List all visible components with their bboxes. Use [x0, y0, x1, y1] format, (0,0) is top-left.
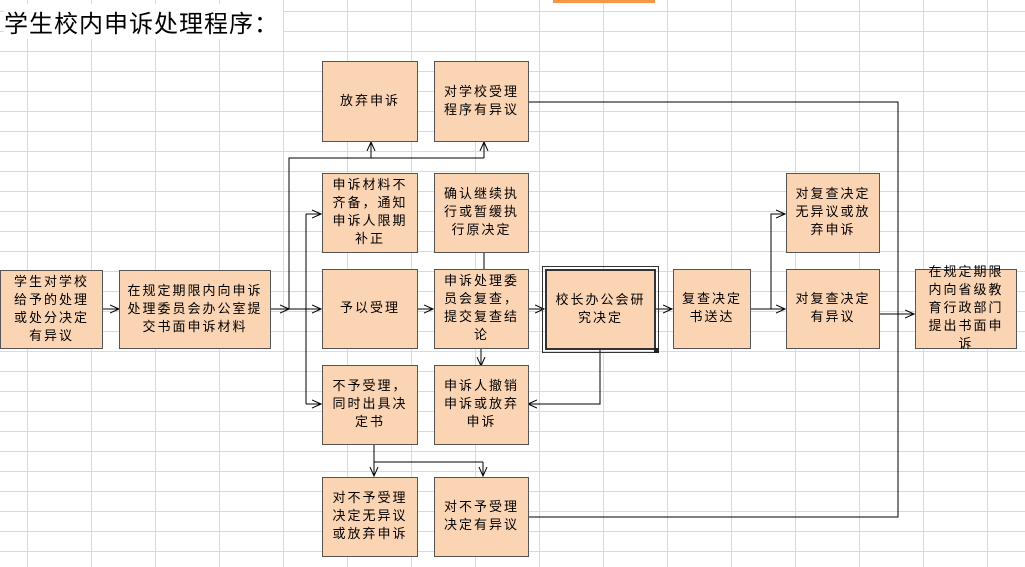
box-not-accepted: 不予受理，同时出具决定书: [322, 365, 418, 445]
box-withdraw-appeal: 申诉人撤销申诉或放弃申诉: [434, 365, 529, 445]
page-title: 学生校内申诉处理程序：: [4, 4, 283, 39]
box-decision-delivered: 复查决定书送达: [673, 269, 751, 349]
line-split-up: [288, 157, 484, 309]
box-accepted: 予以受理: [322, 269, 418, 349]
box-procedure-objection: 对学校受理程序有异议: [434, 61, 529, 142]
box-student-objection: 学生对学校给予的处理或处分决定有异议: [0, 270, 103, 349]
arrow-b9-b15: [528, 350, 601, 404]
box-provincial-appeal: 在规定期限内向省级教育行政部门提出书面申诉: [915, 265, 1017, 352]
box-no-objection-review: 对复查决定无异议或放弃申诉: [786, 173, 880, 253]
box-president-meeting[interactable]: 校长办公会研究决定: [542, 266, 659, 353]
line-b4-right: [529, 101, 899, 518]
box-objection-review: 对复查决定有异议: [786, 269, 880, 349]
box-abandon-appeal: 放弃申诉: [322, 61, 418, 142]
selection-accent: [553, 0, 655, 3]
box-objection-rejection: 对不予受理决定有异议: [434, 477, 529, 557]
box-incomplete-materials: 申诉材料不齐备，通知申诉人限期补正: [322, 173, 418, 253]
box-committee-review: 申诉处理委员会复查，提交复查结论: [434, 269, 529, 349]
box-no-objection-rejection: 对不予受理决定无异议或放弃申诉: [322, 477, 418, 557]
box-confirm-execution: 确认继续执行或暂缓执行原决定: [434, 173, 529, 253]
box-submit-appeal: 在规定期限内向申诉处理委员会办公室提交书面申诉材料: [119, 270, 271, 349]
arrow-to-b11: [770, 214, 785, 309]
